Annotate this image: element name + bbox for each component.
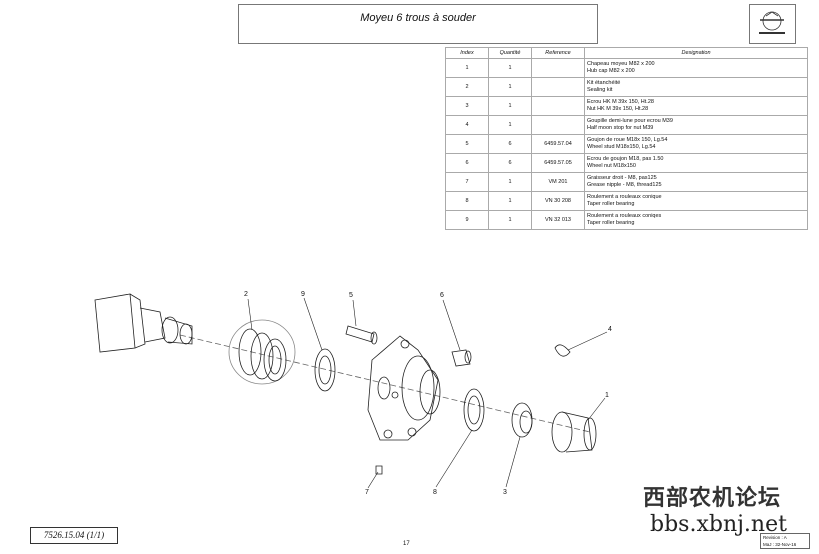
logo-box	[749, 4, 796, 44]
sealing-kit-part	[228, 319, 296, 385]
wheel-stud-part	[345, 325, 378, 345]
leader-lines	[247, 297, 608, 489]
designation-en: Taper roller bearing	[587, 220, 635, 226]
designation-en: Wheel nut M18x150	[587, 163, 636, 169]
designation-en: Nut HK M 39x 150, Ht.28	[587, 106, 649, 112]
designation-fr: Chapeau moyeu M82 x 200	[587, 61, 655, 67]
designation-en: Grease nipple - M8, thread125	[587, 182, 662, 188]
bearing-9-part	[314, 348, 336, 392]
designation-fr: Roulement a rouleaux conique	[587, 194, 662, 200]
designation-fr: Kit étanchéité	[587, 80, 621, 86]
designation-en: Sealing kit	[587, 87, 613, 93]
callout-7: 7	[365, 489, 369, 496]
designation-fr: Goujon de roue M18x 150, Lg.54	[587, 137, 668, 143]
table-header-row: Index Quantité Reference Designation	[445, 47, 808, 59]
designation-en: Taper roller bearing	[587, 201, 635, 207]
company-logo	[759, 11, 785, 34]
cell-reference: VN 32 013	[531, 210, 585, 230]
sheet-reference: 7526.15.04 (1/1)	[30, 527, 118, 544]
spindle-part	[94, 293, 193, 353]
hub-cap-part	[551, 411, 597, 453]
callout-3: 3	[503, 489, 507, 496]
centre-axis	[179, 334, 591, 433]
designation-en: Hub cap M82 x 200	[587, 68, 635, 74]
designation-fr: Roulement a rouleaux coniqes	[587, 213, 662, 219]
grease-nipple-part	[375, 465, 383, 475]
hub-nut-part	[511, 402, 533, 438]
designation-en: Wheel stud M18x150, Lg.54	[587, 144, 656, 150]
bearing-8-part	[463, 388, 485, 432]
callout-4: 4	[608, 326, 612, 333]
revision-label: Revision : A	[763, 535, 787, 540]
designation-fr: Ecrou HK M 39x 150, Ht.28	[587, 99, 654, 105]
callout-8: 8	[433, 489, 437, 496]
designation-en: Half moon stop for nut M39	[587, 125, 654, 131]
designation-fr: Ecrou de goujon M18, pas 1.50	[587, 156, 664, 162]
callout-2: 2	[244, 291, 248, 298]
callout-5: 5	[349, 292, 353, 299]
half-moon-stop-part	[554, 344, 571, 357]
designation-fr: Goupille demi-lune pour ecrou M39	[587, 118, 673, 124]
title-box: Moyeu 6 trous à souder	[238, 4, 598, 44]
callout-1: 1	[605, 392, 609, 399]
drawing-title: Moyeu 6 trous à souder	[360, 12, 476, 24]
watermark-chinese: 西部农机论坛	[643, 486, 782, 511]
hub-part	[367, 335, 441, 441]
designation-fr: Graisseur droit - M8, pas125	[587, 175, 657, 181]
callout-6: 6	[440, 292, 444, 299]
wheel-nut-part	[451, 349, 472, 367]
maj-label: MaJ : 32-Nov-16	[763, 542, 797, 547]
callout-9: 9	[301, 291, 305, 298]
watermark-url: bbs.xbnj.net	[650, 512, 787, 537]
page-number: 17	[403, 541, 410, 547]
revision-box: Revision : A MaJ : 32-Nov-16	[760, 533, 810, 549]
